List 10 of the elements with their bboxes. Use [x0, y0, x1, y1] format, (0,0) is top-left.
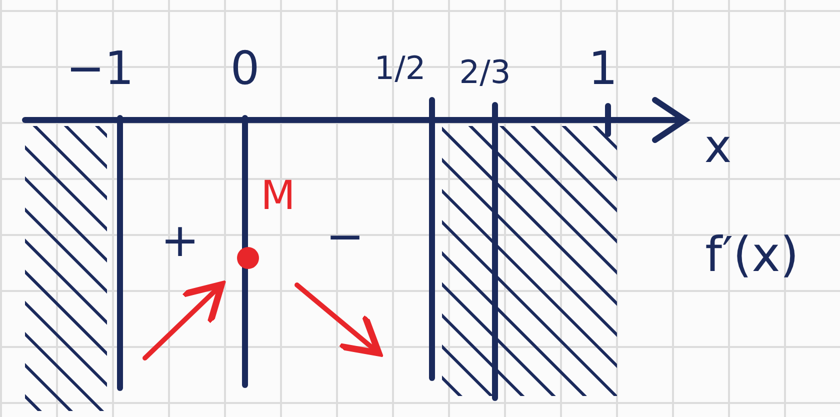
point-label: M	[260, 176, 296, 216]
axis-label: x	[704, 123, 732, 169]
sign-label: −	[326, 213, 364, 259]
function-label: f′(x)	[705, 231, 799, 279]
axis-tick-label: 2/3	[459, 56, 511, 88]
axis-tick-label: −1	[66, 45, 134, 91]
axis-tick-label: 0	[230, 45, 260, 91]
axis-tick-label: 1/2	[374, 52, 426, 84]
sign-label: +	[160, 217, 200, 263]
axis-tick-label: 1	[588, 45, 618, 91]
